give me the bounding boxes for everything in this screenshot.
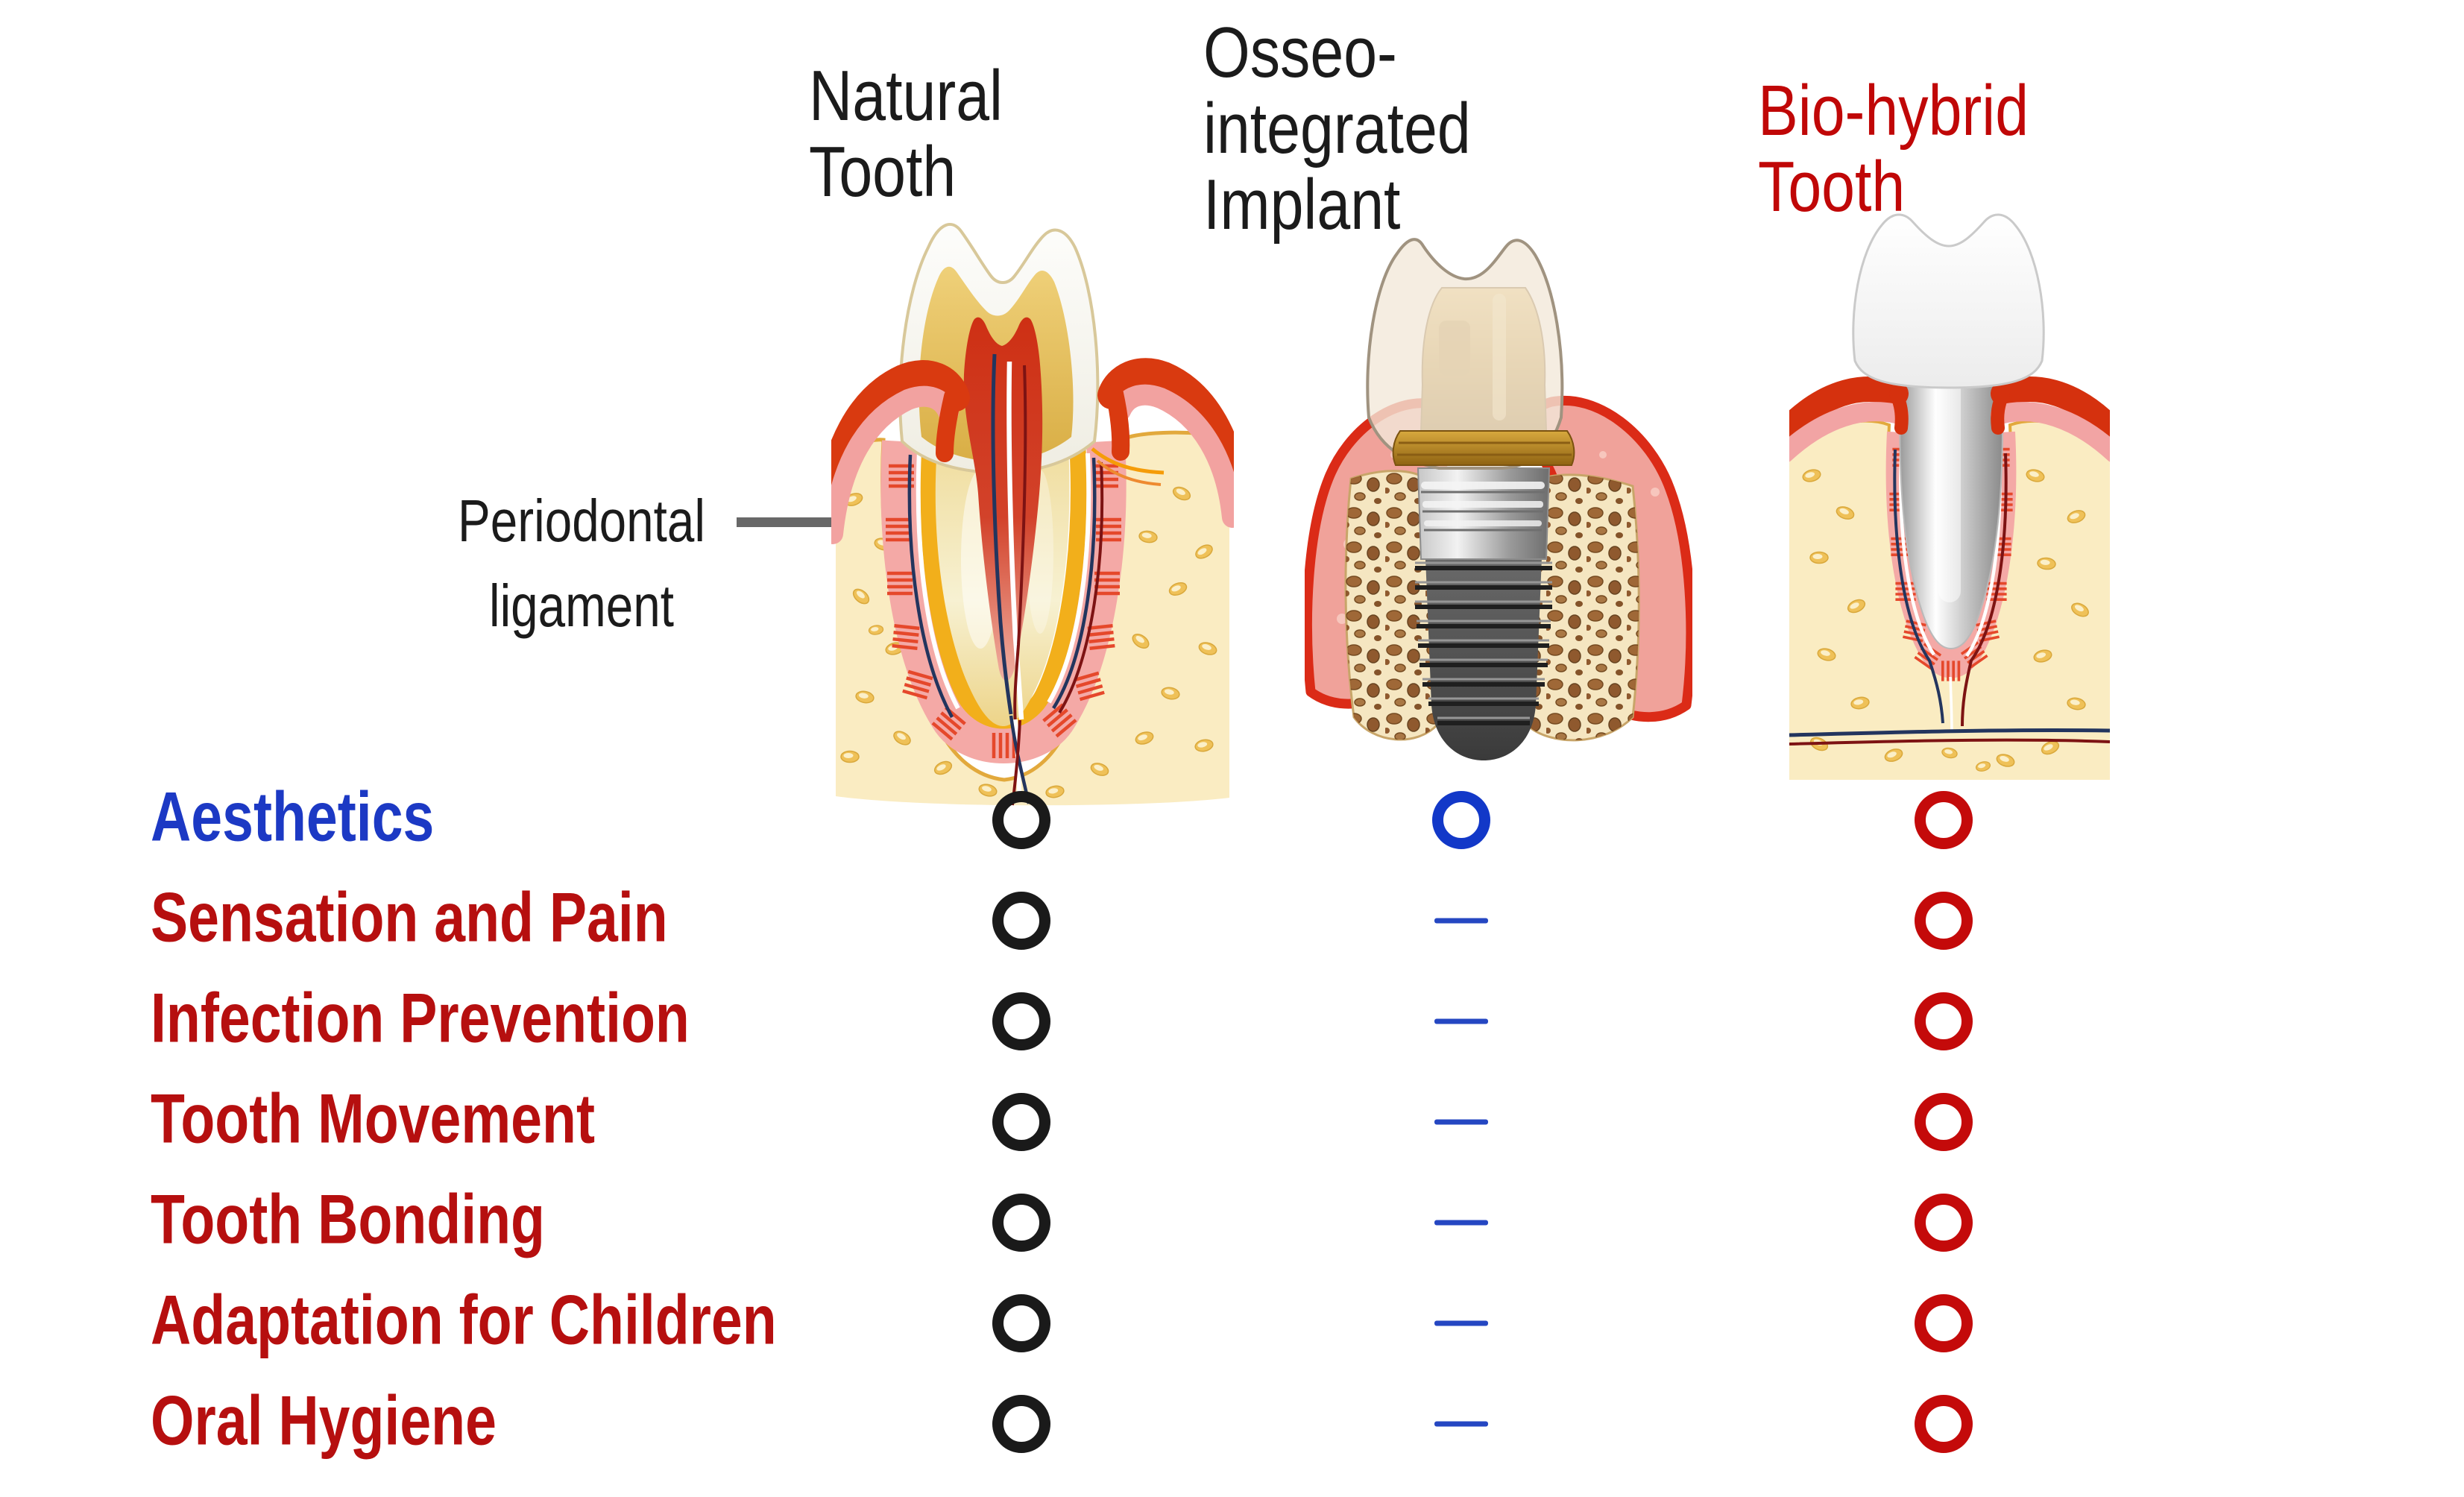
row-label: Infection Prevention [151,978,690,1057]
natural-tooth-illustration [831,223,1234,806]
osseointegrated-implant-symbol [1434,918,1488,924]
basal-vessels [1789,676,2110,746]
spongy-bone [1344,470,1640,742]
column-header-bio-hybrid-tooth: Bio-hybrid Tooth [1758,71,2029,227]
row-label: Oral Hygiene [151,1381,497,1460]
screw-threads [1415,561,1552,725]
table-row: Oral Hygiene [0,1374,2464,1475]
table-row: Sensation and Pain [0,871,2464,971]
column-header-osseointegrated-implant: Osseo- integrated Implant [1203,13,1471,245]
natural-tooth-symbol [992,1294,1050,1352]
titanium-implant-screw [1415,467,1552,760]
bio-hybrid-tooth-symbol [1915,1093,1973,1151]
table-row: Adaptation for Children [0,1273,2464,1374]
row-label: Tooth Bonding [151,1179,545,1258]
bio-hybrid-tooth-symbol [1915,992,1973,1050]
osseointegrated-implant-symbol [1434,1320,1488,1326]
bio-hybrid-tooth-symbol [1915,791,1973,849]
abutment-collar [1392,430,1575,466]
row-label: Adaptation for Children [151,1280,777,1359]
row-label: Tooth Movement [151,1079,595,1158]
table-row: Tooth Bonding [0,1173,2464,1273]
bio-hybrid-tooth-symbol [1915,892,1973,950]
ligament-vessels [907,450,1104,719]
table-row: Aesthetics [0,770,2464,871]
row-label: Aesthetics [151,777,435,856]
natural-tooth-symbol [992,992,1050,1050]
gums [831,358,1234,544]
osseointegrated-implant-illustration [1305,238,1692,760]
bio-hybrid-tooth-symbol [1915,1294,1973,1352]
osseointegrated-implant-symbol [1432,791,1490,849]
row-label: Sensation and Pain [151,877,668,956]
osseointegrated-implant-symbol [1434,1220,1488,1226]
natural-tooth-symbol [992,791,1050,849]
bio-hybrid-tooth-illustration [1789,213,2110,780]
table-row: Infection Prevention [0,971,2464,1072]
gums [1789,376,2110,462]
natural-tooth-symbol [992,1194,1050,1252]
natural-tooth-symbol [992,1395,1050,1453]
pulp-vessels [991,353,1031,806]
osseointegrated-implant-symbol [1434,1119,1488,1125]
bio-hybrid-tooth-symbol [1915,1395,1973,1453]
osseointegrated-implant-symbol [1434,1421,1488,1427]
natural-tooth-symbol [992,892,1050,950]
bio-hybrid-tooth-symbol [1915,1194,1973,1252]
column-header-natural-tooth: Natural Tooth [809,56,1003,212]
natural-tooth-symbol [992,1093,1050,1151]
osseointegrated-implant-symbol [1434,1018,1488,1024]
periodontal-ligament-label: Periodontal ligament [458,488,705,639]
metal-root [1899,347,2003,650]
table-row: Tooth Movement [0,1072,2464,1173]
ceramic-crown [1366,238,1564,470]
ceramic-crown [1852,213,2045,389]
gingival-vessels [1091,447,1165,486]
pulp [963,317,1043,806]
